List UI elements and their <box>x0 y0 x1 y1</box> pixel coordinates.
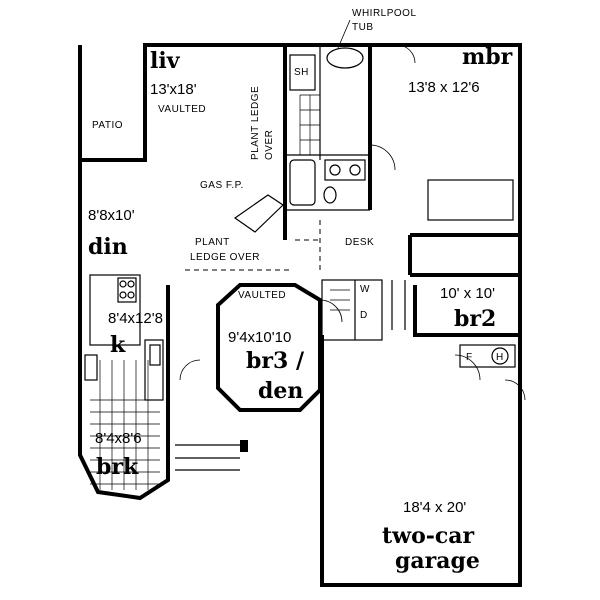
label-desk: DESK <box>345 237 374 248</box>
room-name-brk: brk <box>96 454 139 480</box>
room-dim-liv: 13'x18' <box>150 81 197 98</box>
fireplace <box>233 194 284 233</box>
label-plant: PLANT <box>195 237 230 248</box>
room-name-garage: garage <box>395 548 480 574</box>
room-note-br3: VAULTED <box>238 290 286 301</box>
dishwasher <box>84 354 98 381</box>
label-furnace: F <box>466 352 473 363</box>
whirlpool-tub <box>326 47 364 69</box>
room-dim-br2: 10' x 10' <box>440 285 495 302</box>
room-dim-brk: 8'4x8'6 <box>95 430 142 447</box>
fixtures <box>84 47 516 381</box>
label-ledge-over: LEDGE OVER <box>190 252 260 263</box>
label-plant-ledge-v2: OVER <box>264 130 275 160</box>
room-name-din: din <box>88 234 128 260</box>
room-note-liv: VAULTED <box>158 104 206 115</box>
master-tub <box>427 179 514 221</box>
room-dim-k: 8'4x12'8 <box>108 310 163 327</box>
label-washer: W <box>360 284 370 295</box>
label-dryer: D <box>360 310 368 321</box>
room-name-k: k <box>110 332 126 358</box>
room-dim-br3: 9'4x10'10 <box>228 329 291 346</box>
room-dim-garage: 18'4 x 20' <box>403 499 466 516</box>
room-name-mbr: mbr <box>462 44 513 70</box>
room-name-den: den <box>258 378 303 404</box>
interior-walls <box>89 45 520 471</box>
doors <box>179 44 526 401</box>
toilet <box>323 186 337 204</box>
room-name-liv: liv <box>150 48 181 74</box>
label-patio: PATIO <box>92 120 123 131</box>
shower-stall <box>289 54 316 91</box>
label-water-heater: H <box>496 352 504 363</box>
room-name-two-car: two-car <box>382 523 475 549</box>
label-plant-ledge-vertical: PLANT LEDGE OVER <box>250 86 275 160</box>
room-name-br3: br3 / <box>246 348 305 374</box>
bathtub <box>289 159 316 206</box>
tile-grids <box>90 94 350 490</box>
room-dim-din: 8'8x10' <box>88 207 135 224</box>
room-name-br2: br2 <box>454 306 496 332</box>
exterior-walls <box>78 43 522 587</box>
label-whirlpool: WHIRLPOOL <box>352 8 417 19</box>
label-shower: SH <box>294 67 309 78</box>
leader-whirlpool <box>337 19 351 49</box>
label-tub: TUB <box>352 22 374 33</box>
kitchen-sink <box>149 344 161 366</box>
label-plant-ledge-v1: PLANT LEDGE <box>250 86 261 160</box>
room-dim-mbr: 13'8 x 12'6 <box>408 79 480 96</box>
label-gas-fp: GAS F.P. <box>200 180 244 191</box>
